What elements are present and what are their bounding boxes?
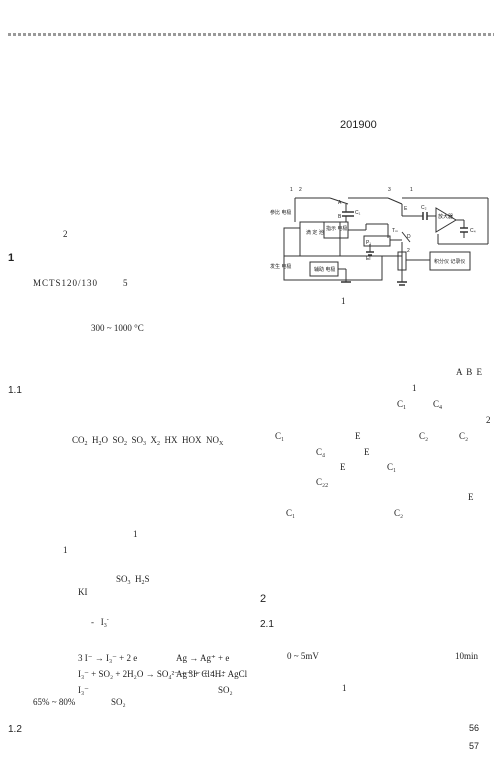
- line4-c1: C₁: [275, 431, 285, 441]
- percentage-range: 65% ~ 80%: [33, 697, 76, 707]
- abe-labels: A B E: [456, 367, 484, 377]
- diagram-label-tm: Tₘ: [392, 228, 398, 234]
- auxiliary-electrode-label: 辅助 电极: [314, 266, 335, 273]
- diagram-label-a: A: [338, 200, 342, 206]
- line5-c4: C₄: [316, 447, 326, 457]
- figure-1-caption: 1: [341, 296, 346, 306]
- generator-electrode-label: 发生 电极: [270, 263, 291, 270]
- cell-label: 滴 定 池: [306, 229, 324, 236]
- equation-2-left: I₃⁻ + SO₂ + 2H₂O → SO₄²⁻ + 3I⁻ + 4H⁺: [78, 669, 227, 679]
- line4-c2a: C₂: [419, 431, 429, 441]
- amplifier-label: 放大器: [438, 213, 453, 220]
- p1-resistor: [363, 235, 391, 247]
- gas-list: CO2 H2O SO2 SO3 X2 HX HOX NOX: [72, 435, 224, 447]
- diagram-label-2b: 2: [407, 248, 410, 254]
- diagram-label-c1: C₁: [355, 210, 361, 216]
- amplifier-symbol: [435, 207, 457, 233]
- line6-c1: C₁: [387, 462, 397, 472]
- page-number-57: 57: [469, 741, 480, 751]
- section-1-2-heading: 1.2: [8, 724, 22, 735]
- ki-label: KI: [78, 587, 88, 597]
- line4-c2b: C₂: [459, 431, 469, 441]
- titration-circuit-diagram: 1 2 3 1 A C₁ B E C₂ C₄ Tₘ P₁ D El 2 放大器 …: [270, 187, 489, 286]
- so3-h2s: SO3 H2S: [116, 574, 150, 586]
- line6-e: E: [340, 462, 346, 472]
- number-2: 2: [63, 229, 68, 239]
- diagram-label-c2: C₂: [421, 205, 427, 211]
- line4-e: E: [355, 431, 361, 441]
- header-rule: [8, 33, 494, 36]
- time-10min: 10min: [455, 651, 479, 661]
- diagram-label-p1: P₁: [366, 240, 371, 246]
- diagram-label-2: 2: [299, 187, 302, 193]
- ref-1-right: 1: [412, 383, 417, 393]
- ref-electrode-label: 参比 电极: [270, 209, 291, 216]
- temperature-range: 300 ~ 1000 °C: [91, 323, 144, 333]
- instrument-model: MCTS120/130: [33, 278, 99, 288]
- triiodide-note: I₃⁻: [78, 685, 89, 695]
- line7-c2: C₂2: [316, 477, 329, 489]
- recorder-box: [429, 251, 471, 271]
- line5-e: E: [364, 447, 370, 457]
- ref-1-right-b: 1: [342, 683, 347, 693]
- line9-c1: C₁: [286, 508, 296, 518]
- ref-2-right: 2: [486, 415, 491, 425]
- equation-1-left: 3 I⁻ → I₃⁻ + 2 e: [78, 653, 138, 663]
- diagram-label-d: D: [407, 234, 411, 240]
- diagram-label-eg: El: [366, 256, 370, 262]
- year-code: 201900: [340, 119, 377, 131]
- indicator-electrode-label: 指示 电极: [326, 225, 347, 232]
- diagram-label-b: B: [338, 214, 342, 220]
- c1-c4-line: C1 C4: [397, 399, 443, 411]
- section-1-heading: 1: [8, 252, 15, 264]
- reference-electrode-box: [283, 227, 301, 257]
- diagram-label-1: 1: [290, 187, 293, 193]
- diagram-label-3: 3: [388, 187, 391, 193]
- equation-2-right: Ag⁺ + Cl⁻ → AgCl: [176, 669, 248, 679]
- voltage-range: 0 ~ 5mV: [287, 651, 319, 661]
- generator-electrode-box: [283, 255, 383, 281]
- so2-note: SO₂: [218, 685, 233, 695]
- line9-c2: C₂: [394, 508, 404, 518]
- page-number-56: 56: [469, 723, 480, 733]
- diagram-label-c4: C₄: [470, 228, 476, 234]
- diagram-label-e: E: [404, 206, 408, 212]
- diagram-label-1b: 1: [410, 187, 413, 193]
- iodide-dash: - I3-: [91, 617, 109, 629]
- line8-e: E: [468, 492, 474, 502]
- ref-1b: 1: [63, 545, 68, 555]
- section-2-heading: 2: [260, 593, 267, 605]
- section-2-1-heading: 2.1: [260, 619, 274, 630]
- so2-note-2: SO₂: [111, 697, 126, 707]
- ref-1a: 1: [133, 529, 138, 539]
- equation-1-right: Ag → Ag⁺ + e: [176, 653, 230, 663]
- section-1-1-heading: 1.1: [8, 385, 22, 396]
- number-5: 5: [123, 278, 128, 288]
- recorder-label: 积分仪 记录仪: [434, 258, 465, 265]
